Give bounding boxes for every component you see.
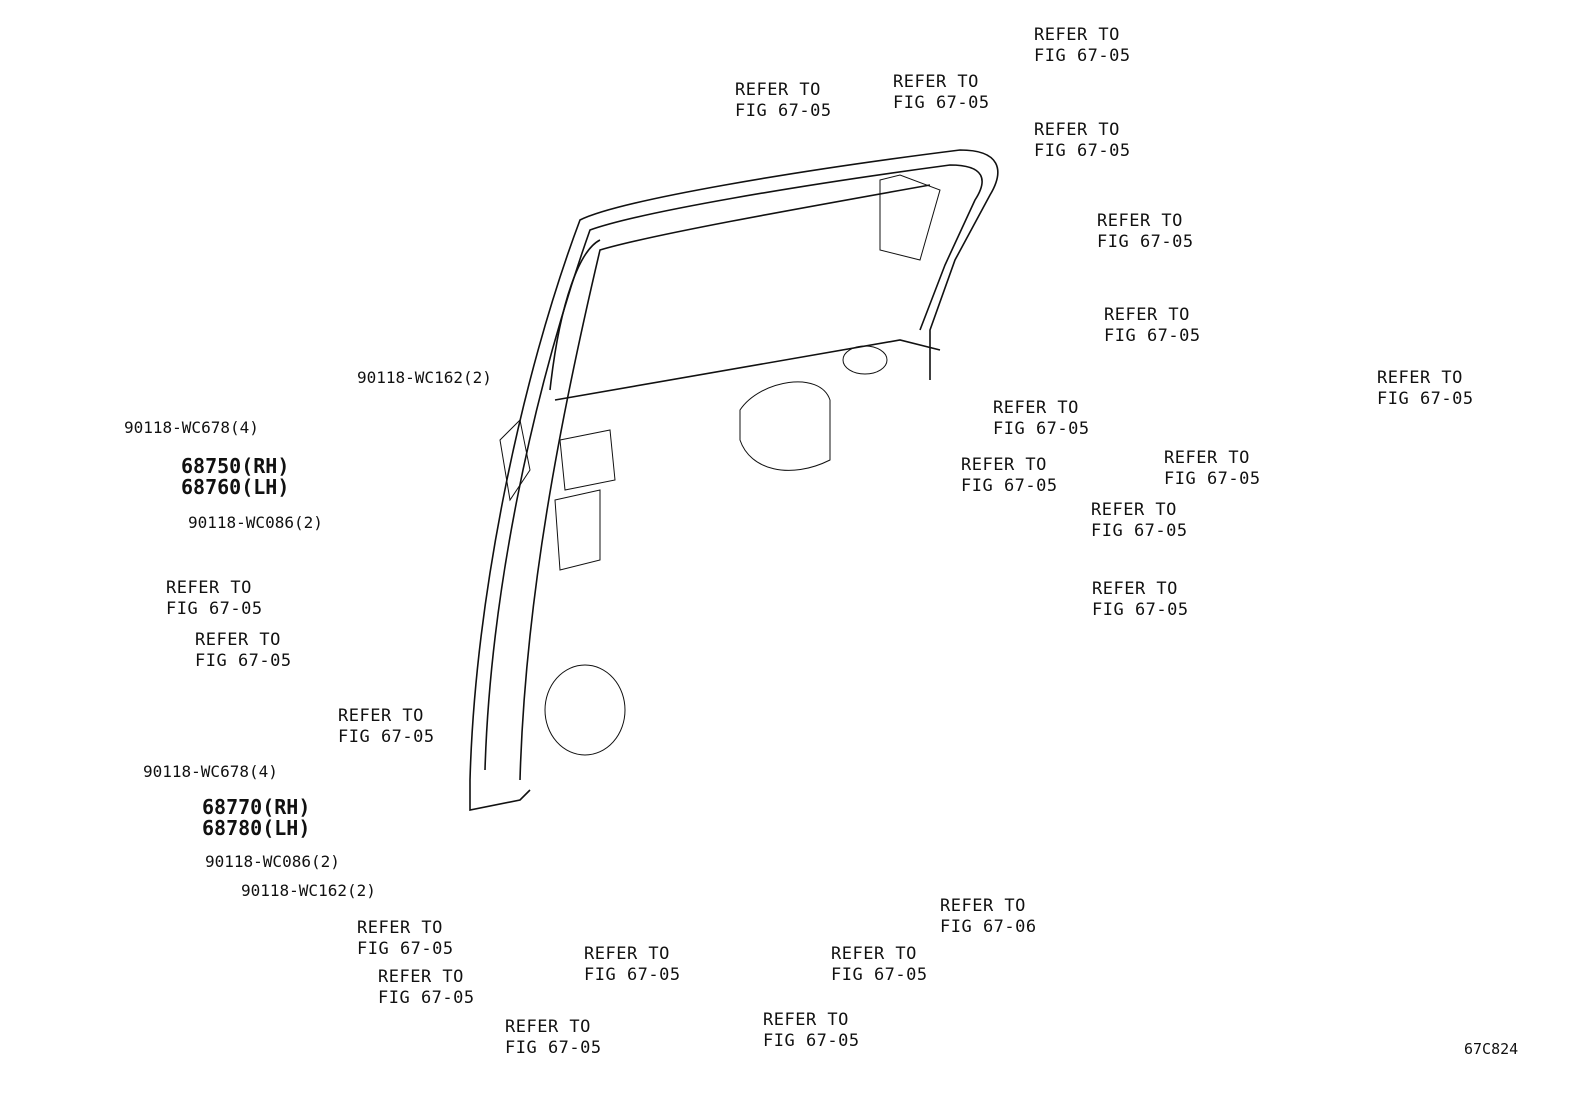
part-number-hinge-upper-rh: 68750(RH) [181, 454, 290, 478]
label-line: FIG 67-05 [1034, 46, 1131, 66]
label-line: FIG 67-05 [1097, 232, 1194, 252]
label-line: FIG 67-06 [940, 917, 1037, 937]
door-frame [469, 149, 999, 811]
label-line: REFER TO [1034, 120, 1120, 140]
label-line: REFER TO [1092, 579, 1178, 599]
label-line: REFER TO [1034, 25, 1120, 45]
part-number-nut-upper: 90118-WC086(2) [188, 513, 323, 532]
label-line: FIG 67-05 [893, 93, 990, 113]
label-line: FIG 67-05 [1377, 389, 1474, 409]
label-line: FIG 67-05 [378, 988, 475, 1008]
label-line: REFER TO [961, 455, 1047, 475]
label-line: FIG 67-05 [357, 939, 454, 959]
label-line: FIG 67-05 [1104, 326, 1201, 346]
label-line: FIG 67-05 [338, 727, 435, 747]
label-line: REFER TO [357, 918, 443, 938]
figure-code: 67C824 [1464, 1040, 1519, 1058]
label-line: FIG 67-05 [735, 101, 832, 121]
label-line: REFER TO [584, 944, 670, 964]
label-line: REFER TO [166, 578, 252, 598]
label-line: REFER TO [993, 398, 1079, 418]
label-line: REFER TO [1091, 500, 1177, 520]
part-number-screw-lower: 90118-WC162(2) [241, 881, 376, 900]
label-line: REFER TO [1377, 368, 1463, 388]
label-line: FIG 67-05 [1034, 141, 1131, 161]
label-line: FIG 67-05 [961, 476, 1058, 496]
part-number-hinge-lower-lh: 68780(LH) [202, 816, 311, 840]
label-line: REFER TO [1164, 448, 1250, 468]
part-number-hinge-upper-lh: 68760(LH) [181, 475, 290, 499]
part-number-hinge-lower-rh: 68770(RH) [202, 795, 311, 819]
label-line: FIG 67-05 [993, 419, 1090, 439]
label-line: REFER TO [1104, 305, 1190, 325]
label-line: REFER TO [505, 1017, 591, 1037]
label-line: FIG 67-05 [831, 965, 928, 985]
part-number-bolt-lower: 90118-WC678(4) [143, 762, 278, 781]
part-number-nut-lower: 90118-WC086(2) [205, 852, 340, 871]
label-line: FIG 67-05 [195, 651, 292, 671]
label-line: REFER TO [735, 80, 821, 100]
label-line: REFER TO [940, 896, 1026, 916]
label-line: REFER TO [893, 72, 979, 92]
label-line: REFER TO [763, 1010, 849, 1030]
label-line: FIG 67-05 [584, 965, 681, 985]
part-number-bolt-upper: 90118-WC678(4) [124, 418, 259, 437]
label-line: FIG 67-05 [763, 1031, 860, 1051]
label-line: FIG 67-05 [1164, 469, 1261, 489]
label-line: FIG 67-05 [505, 1038, 602, 1058]
label-line: REFER TO [1097, 211, 1183, 231]
label-line: FIG 67-05 [1092, 600, 1189, 620]
label-line: FIG 67-05 [1091, 521, 1188, 541]
label-line: REFER TO [831, 944, 917, 964]
part-number-screw-upper: 90118-WC162(2) [357, 368, 492, 387]
label-line: REFER TO [378, 967, 464, 987]
label-line: REFER TO [195, 630, 281, 650]
label-line: REFER TO [338, 706, 424, 726]
label-line: FIG 67-05 [166, 599, 263, 619]
